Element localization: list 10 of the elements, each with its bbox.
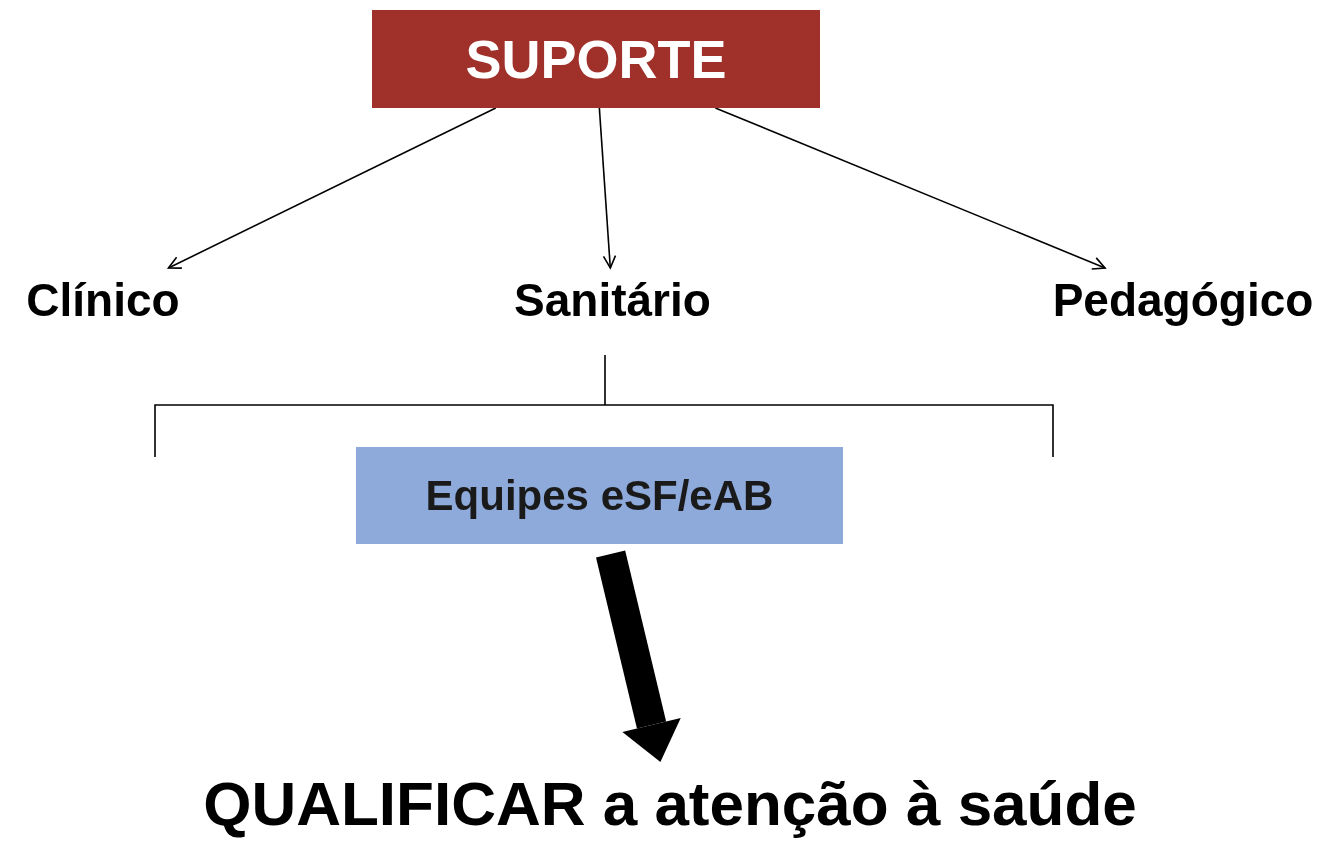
arrow: [714, 107, 1106, 270]
label-text: Sanitário: [485, 268, 740, 332]
arrow: [167, 107, 497, 269]
label-text: QUALIFICAR a atenção à saúde: [70, 762, 1270, 846]
label-text: Pedagógico: [1030, 268, 1336, 332]
arrow: [598, 107, 617, 269]
team-box: Equipes eSF/eAB: [356, 447, 843, 544]
title-box: SUPORTE: [372, 10, 820, 108]
arrow: [596, 550, 681, 762]
label-text: Clínico: [8, 268, 198, 332]
